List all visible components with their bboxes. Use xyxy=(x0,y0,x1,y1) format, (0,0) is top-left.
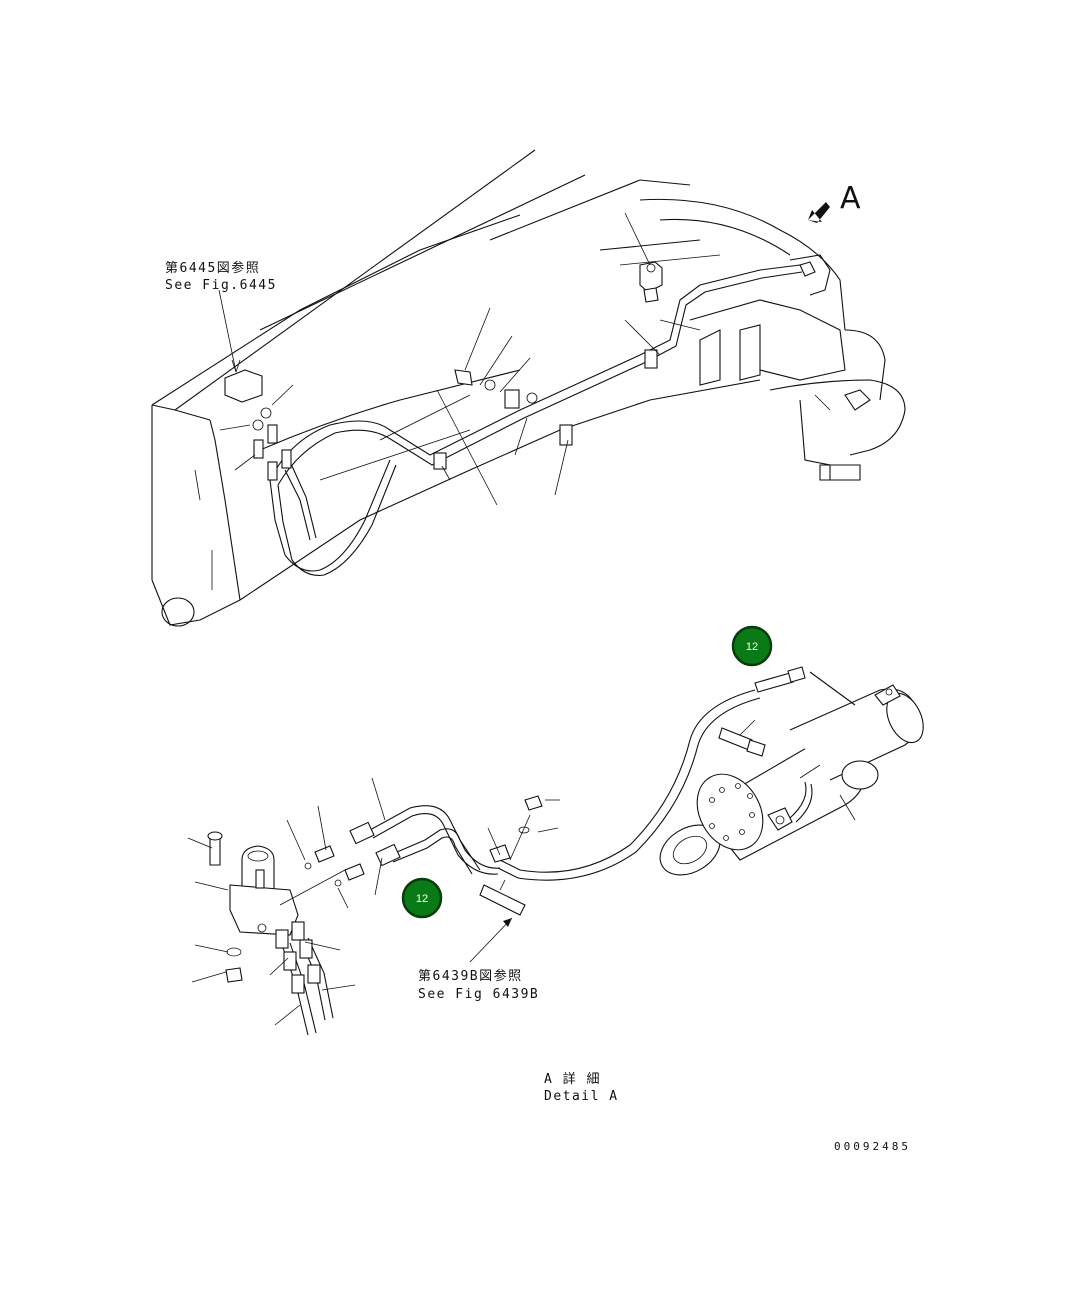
drawing-number: 00092485 xyxy=(834,1140,911,1153)
frame-assembly-view xyxy=(151,149,906,627)
callout-label: 12 xyxy=(416,893,428,905)
callout-12-upper[interactable]: 12 xyxy=(731,625,773,667)
callout-label: 12 xyxy=(746,641,758,653)
callout-12-lower[interactable]: 12 xyxy=(401,877,443,919)
leader-arrow-icon xyxy=(503,918,512,927)
ref-fig6439b-en: See Fig 6439B xyxy=(418,987,539,1002)
view-marker-label: A xyxy=(840,181,861,216)
detail-a-view xyxy=(187,666,924,1036)
ref-fig6445-jp: 第6445図参照 xyxy=(165,260,260,276)
detail-title-jp: A 詳 細 xyxy=(544,1071,601,1087)
detail-title-en: Detail A xyxy=(544,1089,619,1104)
view-direction-arrow-icon xyxy=(808,202,830,223)
ref-fig6445-en: See Fig.6445 xyxy=(165,278,277,293)
ref-fig6439b-jp: 第6439B図参照 xyxy=(418,968,523,984)
